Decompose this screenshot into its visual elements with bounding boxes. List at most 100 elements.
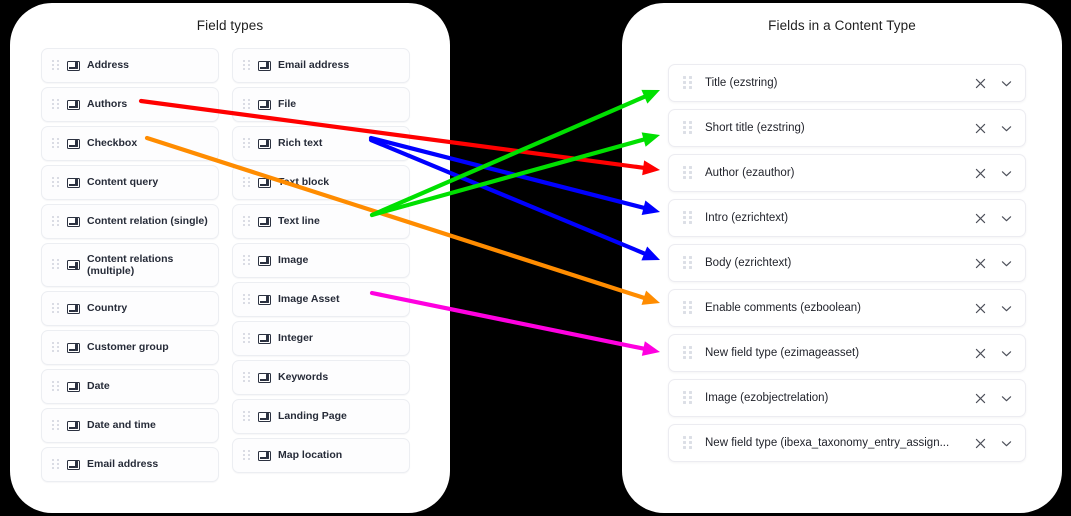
field-type-label: Email address	[278, 59, 350, 72]
drag-handle-icon[interactable]	[52, 137, 59, 150]
close-icon[interactable]	[974, 212, 987, 225]
row-actions	[974, 77, 1013, 90]
drag-handle-icon[interactable]	[683, 255, 692, 271]
field-type-label: Country	[87, 302, 128, 315]
drag-handle-icon[interactable]	[683, 210, 692, 226]
content-type-field-row[interactable]: New field type (ezimageasset)	[668, 334, 1026, 372]
field-type-card[interactable]: Email address	[41, 447, 219, 482]
field-type-card[interactable]: Email address	[232, 48, 410, 83]
drag-handle-icon[interactable]	[243, 59, 250, 72]
content-type-field-row[interactable]: Image (ezobjectrelation)	[668, 379, 1026, 417]
close-icon[interactable]	[974, 167, 987, 180]
drag-handle-icon[interactable]	[243, 332, 250, 345]
drag-handle-icon[interactable]	[52, 59, 59, 72]
drag-handle-icon[interactable]	[683, 435, 692, 451]
field-type-card[interactable]: Text block	[232, 165, 410, 200]
field-type-card[interactable]: Map location	[232, 438, 410, 473]
drag-handle-icon[interactable]	[52, 341, 59, 354]
row-actions	[974, 437, 1013, 450]
drag-handle-icon[interactable]	[683, 300, 692, 316]
field-type-card[interactable]: Date	[41, 369, 219, 404]
drag-handle-icon[interactable]	[52, 215, 59, 228]
field-type-card[interactable]: Country	[41, 291, 219, 326]
field-type-card[interactable]: Date and time	[41, 408, 219, 443]
drag-handle-icon[interactable]	[243, 137, 250, 150]
close-icon[interactable]	[974, 347, 987, 360]
field-type-card[interactable]: Customer group	[41, 330, 219, 365]
content-type-field-row[interactable]: Short title (ezstring)	[668, 109, 1026, 147]
chevron-down-icon[interactable]	[1000, 257, 1013, 270]
field-type-card[interactable]: File	[232, 87, 410, 122]
close-icon[interactable]	[974, 77, 987, 90]
drag-handle-icon[interactable]	[683, 120, 692, 136]
drag-handle-icon[interactable]	[243, 410, 250, 423]
close-icon[interactable]	[974, 122, 987, 135]
chevron-down-icon[interactable]	[1000, 212, 1013, 225]
row-actions	[974, 302, 1013, 315]
close-icon[interactable]	[974, 392, 987, 405]
drag-handle-icon[interactable]	[243, 371, 250, 384]
chevron-down-icon[interactable]	[1000, 437, 1013, 450]
close-icon[interactable]	[974, 437, 987, 450]
field-type-card[interactable]: Integer	[232, 321, 410, 356]
field-type-icon	[67, 99, 80, 110]
chevron-down-icon[interactable]	[1000, 392, 1013, 405]
close-icon[interactable]	[974, 257, 987, 270]
content-type-field-row[interactable]: Title (ezstring)	[668, 64, 1026, 102]
field-type-icon	[258, 450, 271, 461]
content-type-field-row[interactable]: Body (ezrichtext)	[668, 244, 1026, 282]
drag-handle-icon[interactable]	[52, 419, 59, 432]
chevron-down-icon[interactable]	[1000, 77, 1013, 90]
field-type-card[interactable]: Authors	[41, 87, 219, 122]
field-types-title: Field types	[196, 18, 264, 33]
drag-handle-icon[interactable]	[52, 176, 59, 189]
field-type-label: Address	[87, 59, 130, 72]
drag-handle-icon[interactable]	[243, 176, 250, 189]
field-type-card[interactable]: Checkbox	[41, 126, 219, 161]
content-type-field-label: Image (ezobjectrelation)	[705, 392, 829, 404]
chevron-down-icon[interactable]	[1000, 347, 1013, 360]
content-type-field-label: New field type (ibexa_taxonomy_entry_ass…	[705, 437, 950, 449]
chevron-down-icon[interactable]	[1000, 167, 1013, 180]
field-type-card[interactable]: Keywords	[232, 360, 410, 395]
drag-handle-icon[interactable]	[683, 75, 692, 91]
field-type-card[interactable]: Image	[232, 243, 410, 278]
field-type-card[interactable]: Rich text	[232, 126, 410, 161]
drag-handle-icon[interactable]	[243, 215, 250, 228]
field-type-card[interactable]: Image Asset	[232, 282, 410, 317]
field-type-icon	[258, 216, 271, 227]
field-type-label: Date	[87, 380, 110, 393]
content-type-field-row[interactable]: Intro (ezrichtext)	[668, 199, 1026, 237]
chevron-down-icon[interactable]	[1000, 302, 1013, 315]
drag-handle-icon[interactable]	[52, 380, 59, 393]
drag-handle-icon[interactable]	[243, 254, 250, 267]
content-type-field-row[interactable]: Author (ezauthor)	[668, 154, 1026, 192]
field-type-card[interactable]: Content relation (single)	[41, 204, 219, 239]
content-type-fields-panel: Fields in a Content Type Title (ezstring…	[622, 3, 1062, 513]
field-type-card[interactable]: Content relations (multiple)	[41, 243, 219, 287]
field-type-card[interactable]: Content query	[41, 165, 219, 200]
field-type-card[interactable]: Address	[41, 48, 219, 83]
drag-handle-icon[interactable]	[52, 458, 59, 471]
field-type-card[interactable]: Landing Page	[232, 399, 410, 434]
content-type-field-row[interactable]: Enable comments (ezboolean)	[668, 289, 1026, 327]
content-type-field-row[interactable]: New field type (ibexa_taxonomy_entry_ass…	[668, 424, 1026, 462]
field-type-label: Content relation (single)	[87, 215, 208, 228]
drag-handle-icon[interactable]	[243, 293, 250, 306]
drag-handle-icon[interactable]	[52, 98, 59, 111]
field-type-icon	[258, 177, 271, 188]
field-type-label: Map location	[278, 449, 343, 462]
field-type-card[interactable]: Text line	[232, 204, 410, 239]
drag-handle-icon[interactable]	[52, 259, 59, 271]
field-type-icon	[67, 342, 80, 353]
drag-handle-icon[interactable]	[683, 165, 692, 181]
drag-handle-icon[interactable]	[243, 98, 250, 111]
chevron-down-icon[interactable]	[1000, 122, 1013, 135]
close-icon[interactable]	[974, 302, 987, 315]
drag-handle-icon[interactable]	[683, 345, 692, 361]
row-actions	[974, 257, 1013, 270]
drag-handle-icon[interactable]	[243, 449, 250, 462]
drag-handle-icon[interactable]	[52, 302, 59, 315]
field-type-label: Integer	[278, 332, 314, 345]
drag-handle-icon[interactable]	[683, 390, 692, 406]
